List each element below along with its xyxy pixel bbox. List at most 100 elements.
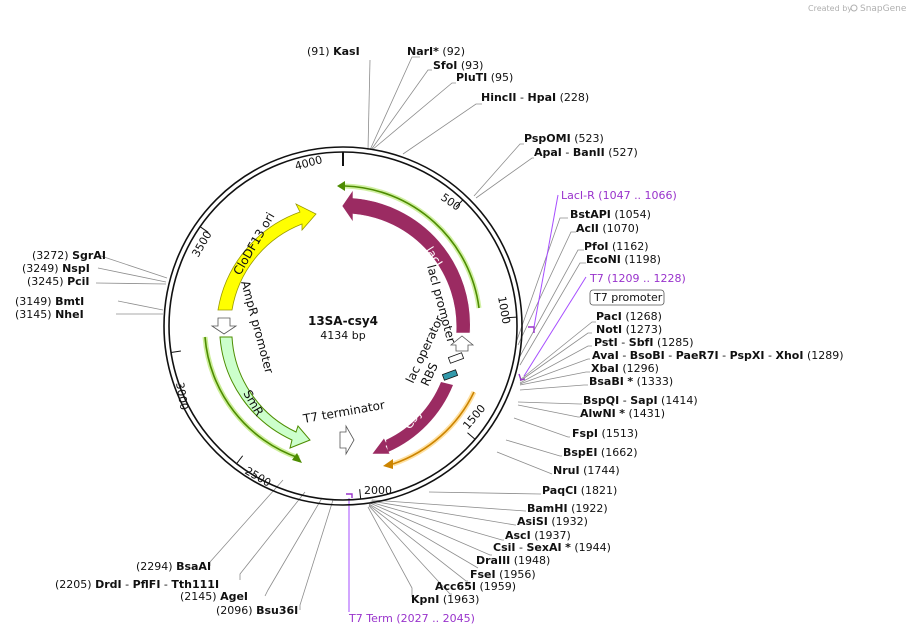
ruler-tick-6: [170, 350, 181, 353]
feature-clodf13-ori[interactable]: CloDF13 ori: [217, 203, 317, 311]
site-bsaBI[interactable]: BsaBI * (1333): [589, 375, 673, 388]
site-pspOMI[interactable]: PspOMI (523): [524, 132, 604, 145]
site-bsu36I[interactable]: (2096) Bsu36I: [216, 604, 298, 617]
svg-text:BsaBI * (1333): BsaBI * (1333): [589, 375, 673, 388]
svg-text:KpnI (1963): KpnI (1963): [411, 593, 479, 606]
site-alwNI[interactable]: AlwNI * (1431): [580, 407, 665, 420]
svg-text:AsiSI (1932): AsiSI (1932): [517, 515, 588, 528]
plasmid-name: 13SA-csy4: [308, 314, 378, 328]
site-aclI[interactable]: AclI (1070): [576, 222, 639, 235]
site-fseI[interactable]: FseI (1956): [470, 568, 536, 581]
site-bspEI[interactable]: BspEI (1662): [563, 446, 638, 459]
site-leader-lines: [95, 56, 596, 610]
ruler-tick-1: [455, 199, 464, 208]
site-nspI[interactable]: (3249) NspI: [22, 262, 90, 275]
primer-leader-lines: [348, 194, 587, 612]
ruler-tick-7: [199, 226, 209, 233]
svg-text:(2205) DrdI - PflFI - Tth11: (2205) DrdI - PflFI - Tth111I: [55, 578, 219, 591]
site-asiSI[interactable]: AsiSI (1932): [517, 515, 588, 528]
site-bstAPI[interactable]: BstAPI (1054): [570, 208, 651, 221]
feature-clodf13-ori-label: CloDF13 ori: [230, 210, 277, 278]
svg-text:DraIII (1948): DraIII (1948): [476, 554, 550, 567]
ruler-label-1000: 1000: [495, 295, 513, 325]
svg-text:(3145) NheI: (3145) NheI: [15, 308, 84, 321]
site-kpnI[interactable]: KpnI (1963): [411, 593, 479, 606]
svg-text:FspI (1513): FspI (1513): [572, 427, 638, 440]
svg-text:(3149) BmtI: (3149) BmtI: [15, 295, 84, 308]
feature-csy4[interactable]: Csy4: [371, 382, 453, 455]
site-hincII[interactable]: HincII - HpaI (228): [481, 91, 589, 104]
feature-ampr-promoter-label: AmpR promoter: [238, 279, 276, 375]
site-xbaI[interactable]: XbaI (1296): [591, 362, 659, 375]
site-bamHI[interactable]: BamHI (1922): [527, 502, 608, 515]
svg-text:(3249) NspI: (3249) NspI: [22, 262, 90, 275]
site-bsaAI[interactable]: (2294) BsaAI: [136, 560, 211, 573]
feature-lacI[interactable]: lacI: [341, 189, 471, 334]
site-nheI[interactable]: (3145) NheI: [15, 308, 84, 321]
svg-text:T7 (1209 .. 1228): T7 (1209 .. 1228): [589, 272, 686, 285]
svg-text:(2145) AgeI: (2145) AgeI: [180, 590, 248, 603]
site-notI[interactable]: NotI (1273): [596, 323, 662, 336]
site-drdI[interactable]: (2205) DrdI - PflFI - Tth111I: [55, 578, 219, 591]
svg-text:(3245) PciI: (3245) PciI: [27, 275, 90, 288]
svg-text:HincII - HpaI (228): HincII - HpaI (228): [481, 91, 589, 104]
svg-text:AlwNI * (1431): AlwNI * (1431): [580, 407, 665, 420]
ruler-tick-3: [467, 432, 476, 440]
site-ageI[interactable]: (2145) AgeI: [180, 590, 248, 603]
ruler-label-3000: 3000: [173, 381, 191, 411]
feature-t7-terminator[interactable]: T7 terminator: [301, 398, 386, 456]
svg-text:BspQI - SapI (1414): BspQI - SapI (1414): [583, 394, 698, 407]
feature-t7-promoter-tag[interactable]: T7 promoter: [589, 289, 665, 306]
svg-text:PstI - SbfI (1285): PstI - SbfI (1285): [594, 336, 694, 349]
site-acc65I[interactable]: Acc65I (1959): [435, 580, 516, 593]
ruler-label-500: 500: [438, 191, 463, 214]
primer-lacI-R[interactable]: LacI-R (1047 .. 1066): [561, 189, 677, 202]
site-sfoI[interactable]: SfoI (93): [433, 59, 483, 72]
snapgene-watermark: Created by SnapGene: [808, 4, 907, 14]
site-bmtI[interactable]: (3149) BmtI: [15, 295, 84, 308]
ruler-label-3500: 3500: [189, 229, 214, 260]
site-fspI[interactable]: FspI (1513): [572, 427, 638, 440]
site-pstI[interactable]: PstI - SbfI (1285): [594, 336, 694, 349]
ruler-label-2500: 2500: [243, 464, 274, 489]
site-kasI[interactable]: (91) KasI: [307, 45, 360, 58]
lacI-region-arc-head-icon: [337, 181, 345, 191]
svg-text:BamHI (1922): BamHI (1922): [527, 502, 608, 515]
site-pacI[interactable]: PacI (1268): [596, 310, 662, 323]
lacI-region-arc-line: [344, 185, 480, 309]
site-avaI[interactable]: AvaI - BsoBI - PaeR7I - PspXI - XhoI (12…: [592, 349, 844, 362]
site-draIII[interactable]: DraIII (1948): [476, 554, 550, 567]
site-sgrAI[interactable]: (3272) SgrAI: [32, 249, 106, 262]
site-csiI[interactable]: CsiI - SexAI * (1944): [493, 541, 611, 554]
site-ascI[interactable]: AscI (1937): [505, 529, 571, 542]
ruler-tick-5: [236, 455, 244, 464]
site-pfoI[interactable]: PfoI (1162): [584, 240, 649, 253]
ruler-tick-4: [359, 489, 362, 500]
primer-t7[interactable]: T7 (1209 .. 1228): [589, 272, 686, 285]
site-nruI[interactable]: NruI (1744): [553, 464, 620, 477]
site-narI[interactable]: NarI* (92): [407, 45, 465, 58]
svg-text:PfoI (1162): PfoI (1162): [584, 240, 649, 253]
site-bspQI[interactable]: BspQI - SapI (1414): [583, 394, 698, 407]
site-paqCI[interactable]: PaqCI (1821): [542, 484, 617, 497]
site-pciI[interactable]: (3245) PciI: [27, 275, 90, 288]
ruler-ticks: [170, 152, 517, 500]
ruler-label-4000: 4000: [293, 153, 323, 173]
svg-text:AvaI - BsoBI - PaeR7I - Psp: AvaI - BsoBI - PaeR7I - PspXI - XhoI (12…: [592, 349, 844, 362]
primer-t7-term[interactable]: T7 Term (2027 .. 2045): [348, 612, 475, 625]
site-ecoNI[interactable]: EcoNI (1198): [586, 253, 661, 266]
svg-text:NotI (1273): NotI (1273): [596, 323, 662, 336]
svg-text:PaqCI (1821): PaqCI (1821): [542, 484, 617, 497]
svg-text:PacI (1268): PacI (1268): [596, 310, 662, 323]
site-apaI[interactable]: ApaI - BanII (527): [534, 146, 638, 159]
plasmid-length: 4134 bp: [320, 329, 365, 342]
site-pluTI[interactable]: PluTI (95): [456, 71, 513, 84]
svg-text:AscI (1937): AscI (1937): [505, 529, 571, 542]
feature-t7-promoter-label: T7 promoter: [593, 291, 663, 304]
watermark-brand: SnapGene: [860, 4, 907, 14]
csy4-region-arc-head-icon: [383, 459, 393, 469]
svg-text:EcoNI (1198): EcoNI (1198): [586, 253, 661, 266]
svg-text:PspOMI (523): PspOMI (523): [524, 132, 604, 145]
